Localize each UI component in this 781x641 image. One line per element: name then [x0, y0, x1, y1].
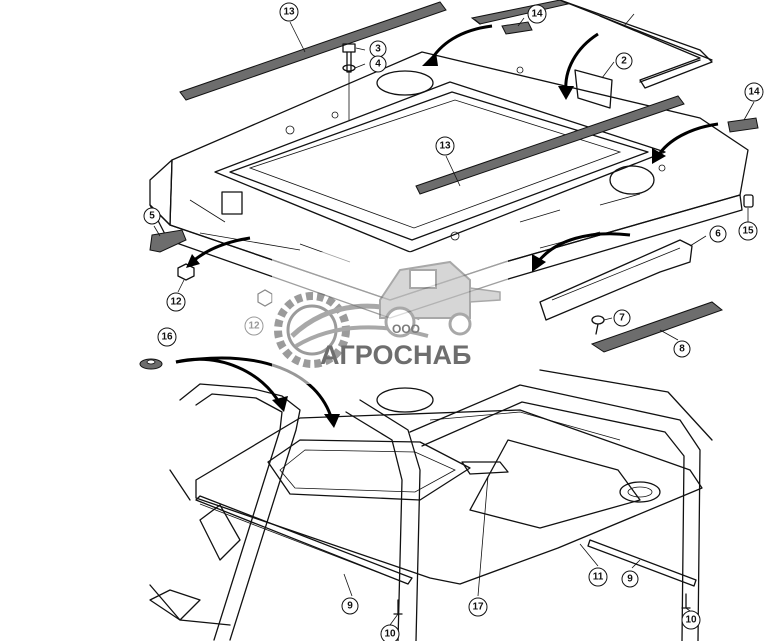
seal-strip-13-right [415, 95, 685, 195]
svg-text:13: 13 [439, 141, 451, 152]
callout-7: 7 [613, 309, 631, 327]
trim-strip-6 [539, 239, 693, 321]
svg-text:15: 15 [742, 226, 754, 237]
svg-text:13: 13 [283, 7, 295, 18]
seal-strip-14-top [470, 0, 713, 89]
callout-3: 3 [369, 40, 387, 58]
svg-text:10: 10 [685, 615, 697, 626]
screw-10-left [393, 599, 403, 615]
svg-text:9: 9 [347, 601, 353, 612]
nut-12-ghost [257, 289, 273, 307]
callout-2: 2 [615, 52, 633, 70]
svg-text:16: 16 [161, 332, 173, 343]
pad-17 [461, 461, 509, 475]
callout-14-right: 14 [744, 82, 764, 102]
callout-12-left: 12 [166, 292, 186, 312]
svg-text:11: 11 [593, 572, 604, 583]
seal-frame-2 [564, 1, 713, 83]
callout-10-left: 10 [380, 624, 400, 641]
callout-6: 6 [709, 225, 727, 243]
bracket-5 [149, 229, 187, 253]
bolt-3 [342, 43, 356, 120]
nut-12 [177, 263, 195, 281]
callout-16: 16 [157, 327, 177, 347]
callout-10-right: 10 [681, 610, 701, 630]
callout-15: 15 [738, 221, 758, 241]
callout-13-top: 13 [279, 2, 299, 22]
callout-11: 11 [588, 567, 608, 587]
foam-strip-8 [590, 301, 724, 353]
leader-lines [153, 13, 755, 626]
screw-10-right [681, 593, 691, 609]
svg-text:7: 7 [619, 313, 625, 324]
svg-text:17: 17 [472, 602, 484, 613]
callout-14-top: 14 [527, 4, 547, 24]
watermark-name: АГРОСНАБ [320, 340, 471, 370]
combine-harvester-icon [379, 260, 501, 338]
svg-text:12: 12 [248, 321, 260, 332]
seal-strip-13-left [179, 1, 447, 101]
callout-9-right: 9 [621, 570, 639, 588]
screw-7 [591, 315, 605, 335]
svg-text:12: 12 [170, 297, 182, 308]
callout-17: 17 [468, 597, 488, 617]
washer-4 [342, 64, 356, 72]
callout-8: 8 [673, 340, 691, 358]
svg-text:14: 14 [748, 87, 760, 98]
washer-16 [139, 358, 163, 370]
trim-strip-9-right [587, 539, 697, 587]
trim-strip-9-left [195, 495, 413, 585]
callout-13-middle: 13 [435, 136, 455, 156]
callout-9-left: 9 [341, 597, 359, 615]
callout-5: 5 [143, 207, 161, 225]
callout-12-ghost: 12 [244, 316, 264, 336]
callout-4: 4 [369, 55, 387, 73]
seal-pad-14-right [727, 117, 759, 133]
svg-text:10: 10 [384, 629, 396, 640]
watermark-prefix: ООО [392, 322, 420, 336]
watermark: ООО АГРОСНАБ [272, 252, 508, 384]
cab-frame [149, 369, 713, 641]
svg-text:9: 9 [627, 574, 633, 585]
svg-text:2: 2 [621, 56, 627, 67]
seal-pad-14-left [501, 21, 533, 35]
svg-text:14: 14 [531, 9, 543, 20]
svg-text:8: 8 [679, 344, 685, 355]
clip-15 [743, 194, 754, 208]
svg-text:6: 6 [715, 229, 721, 240]
headliner-11 [195, 387, 703, 585]
svg-text:4: 4 [375, 59, 381, 70]
svg-text:5: 5 [149, 211, 155, 222]
svg-text:3: 3 [375, 44, 381, 55]
